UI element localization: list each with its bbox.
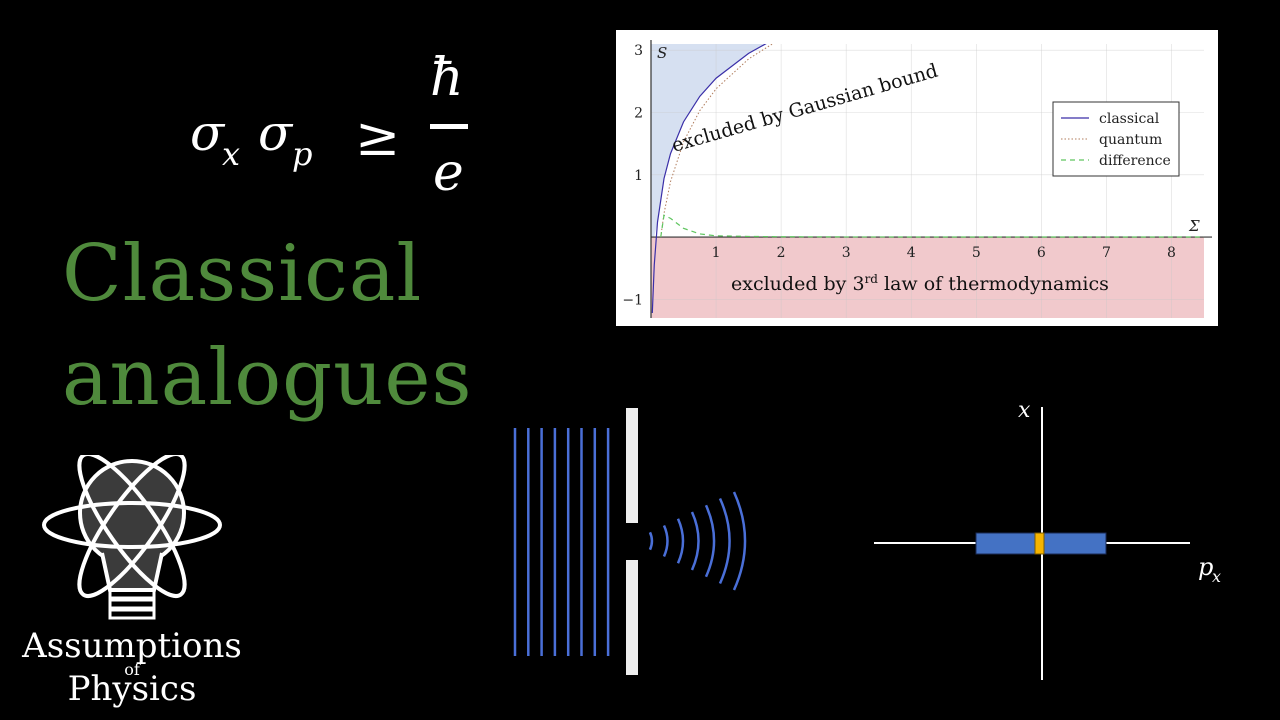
logo-text-assumptions: Assumptions [21,626,242,666]
diffracted-wavefront [648,531,654,551]
diffracted-wavefront [662,525,669,557]
y-axis-label: S [657,44,667,62]
slit-barrier-top [626,408,638,523]
x-tick-label: 3 [842,245,851,261]
diffracted-wavefront [718,497,731,585]
sigma-x-subscript: x [222,135,240,173]
uncertainty-formula: σ x σ p ≥ ħ e [190,48,468,203]
logo-text-physics: Physics [68,669,197,709]
legend-label-difference: difference [1099,153,1171,169]
y-tick-label: 1 [634,168,643,184]
x-tick-label: 7 [1102,245,1111,261]
diffracted-wavefront [690,511,700,571]
logo-text-of: of [124,660,141,679]
legend-box [1052,101,1180,177]
legend-label-classical: classical [1099,111,1160,127]
hbar-numerator: ħ [430,48,464,108]
e-denominator: e [433,143,464,203]
single-slit-diagram [513,408,747,675]
title-line-2: analogues [62,333,473,423]
greater-equal-symbol: ≥ [355,105,400,168]
sigma-x-symbol: σ [190,104,226,162]
slit-barrier-bottom [626,560,638,675]
incoming-wavefronts [513,428,610,656]
excluded-thermo-region [651,237,1204,318]
x-axis-label: Σ [1188,217,1200,235]
series-classical-line [651,44,767,314]
lightbulb-atom-icon [42,455,222,620]
phase-space-diagram: x p x [874,398,1221,680]
chart-legend: classical quantum difference [1052,101,1180,177]
diffracted-wavefront [676,518,685,564]
x-tick-label: 8 [1167,245,1176,261]
y-tick-label: −1 [622,292,643,308]
x-tick-label: 5 [972,245,981,261]
series-difference-line [660,214,1204,238]
y-tick-label: 2 [634,106,643,122]
diffracted-wavefront [732,491,747,591]
y-tick-label: 3 [634,43,643,59]
allowed-region [652,44,1204,238]
sigma-p-subscript: p [292,135,312,173]
x-tick-label: 4 [907,245,916,261]
x-tick-label: 6 [1037,245,1046,261]
legend-label-quantum: quantum [1099,132,1162,148]
title-line-1: Classical [62,229,423,319]
sigma-p-symbol: σ [258,104,294,162]
title: Classical analogues [62,222,473,430]
px-axis-label: p [1198,553,1213,581]
fraction-bar [430,124,468,129]
position-marker [1034,532,1045,555]
x-axis-label: x [1018,398,1031,423]
x-tick-label: 1 [712,245,721,261]
x-tick-label: 2 [777,245,786,261]
diffracted-wavefront [704,504,716,578]
thermodynamics-annotation: excluded by 3rd law of thermodynamics [731,272,1109,295]
diffracted-wavefronts [648,491,747,591]
series-quantum-line [660,44,774,238]
assumptions-of-physics-logo: Assumptions of Physics [21,455,242,709]
px-axis-subscript: x [1212,567,1221,586]
